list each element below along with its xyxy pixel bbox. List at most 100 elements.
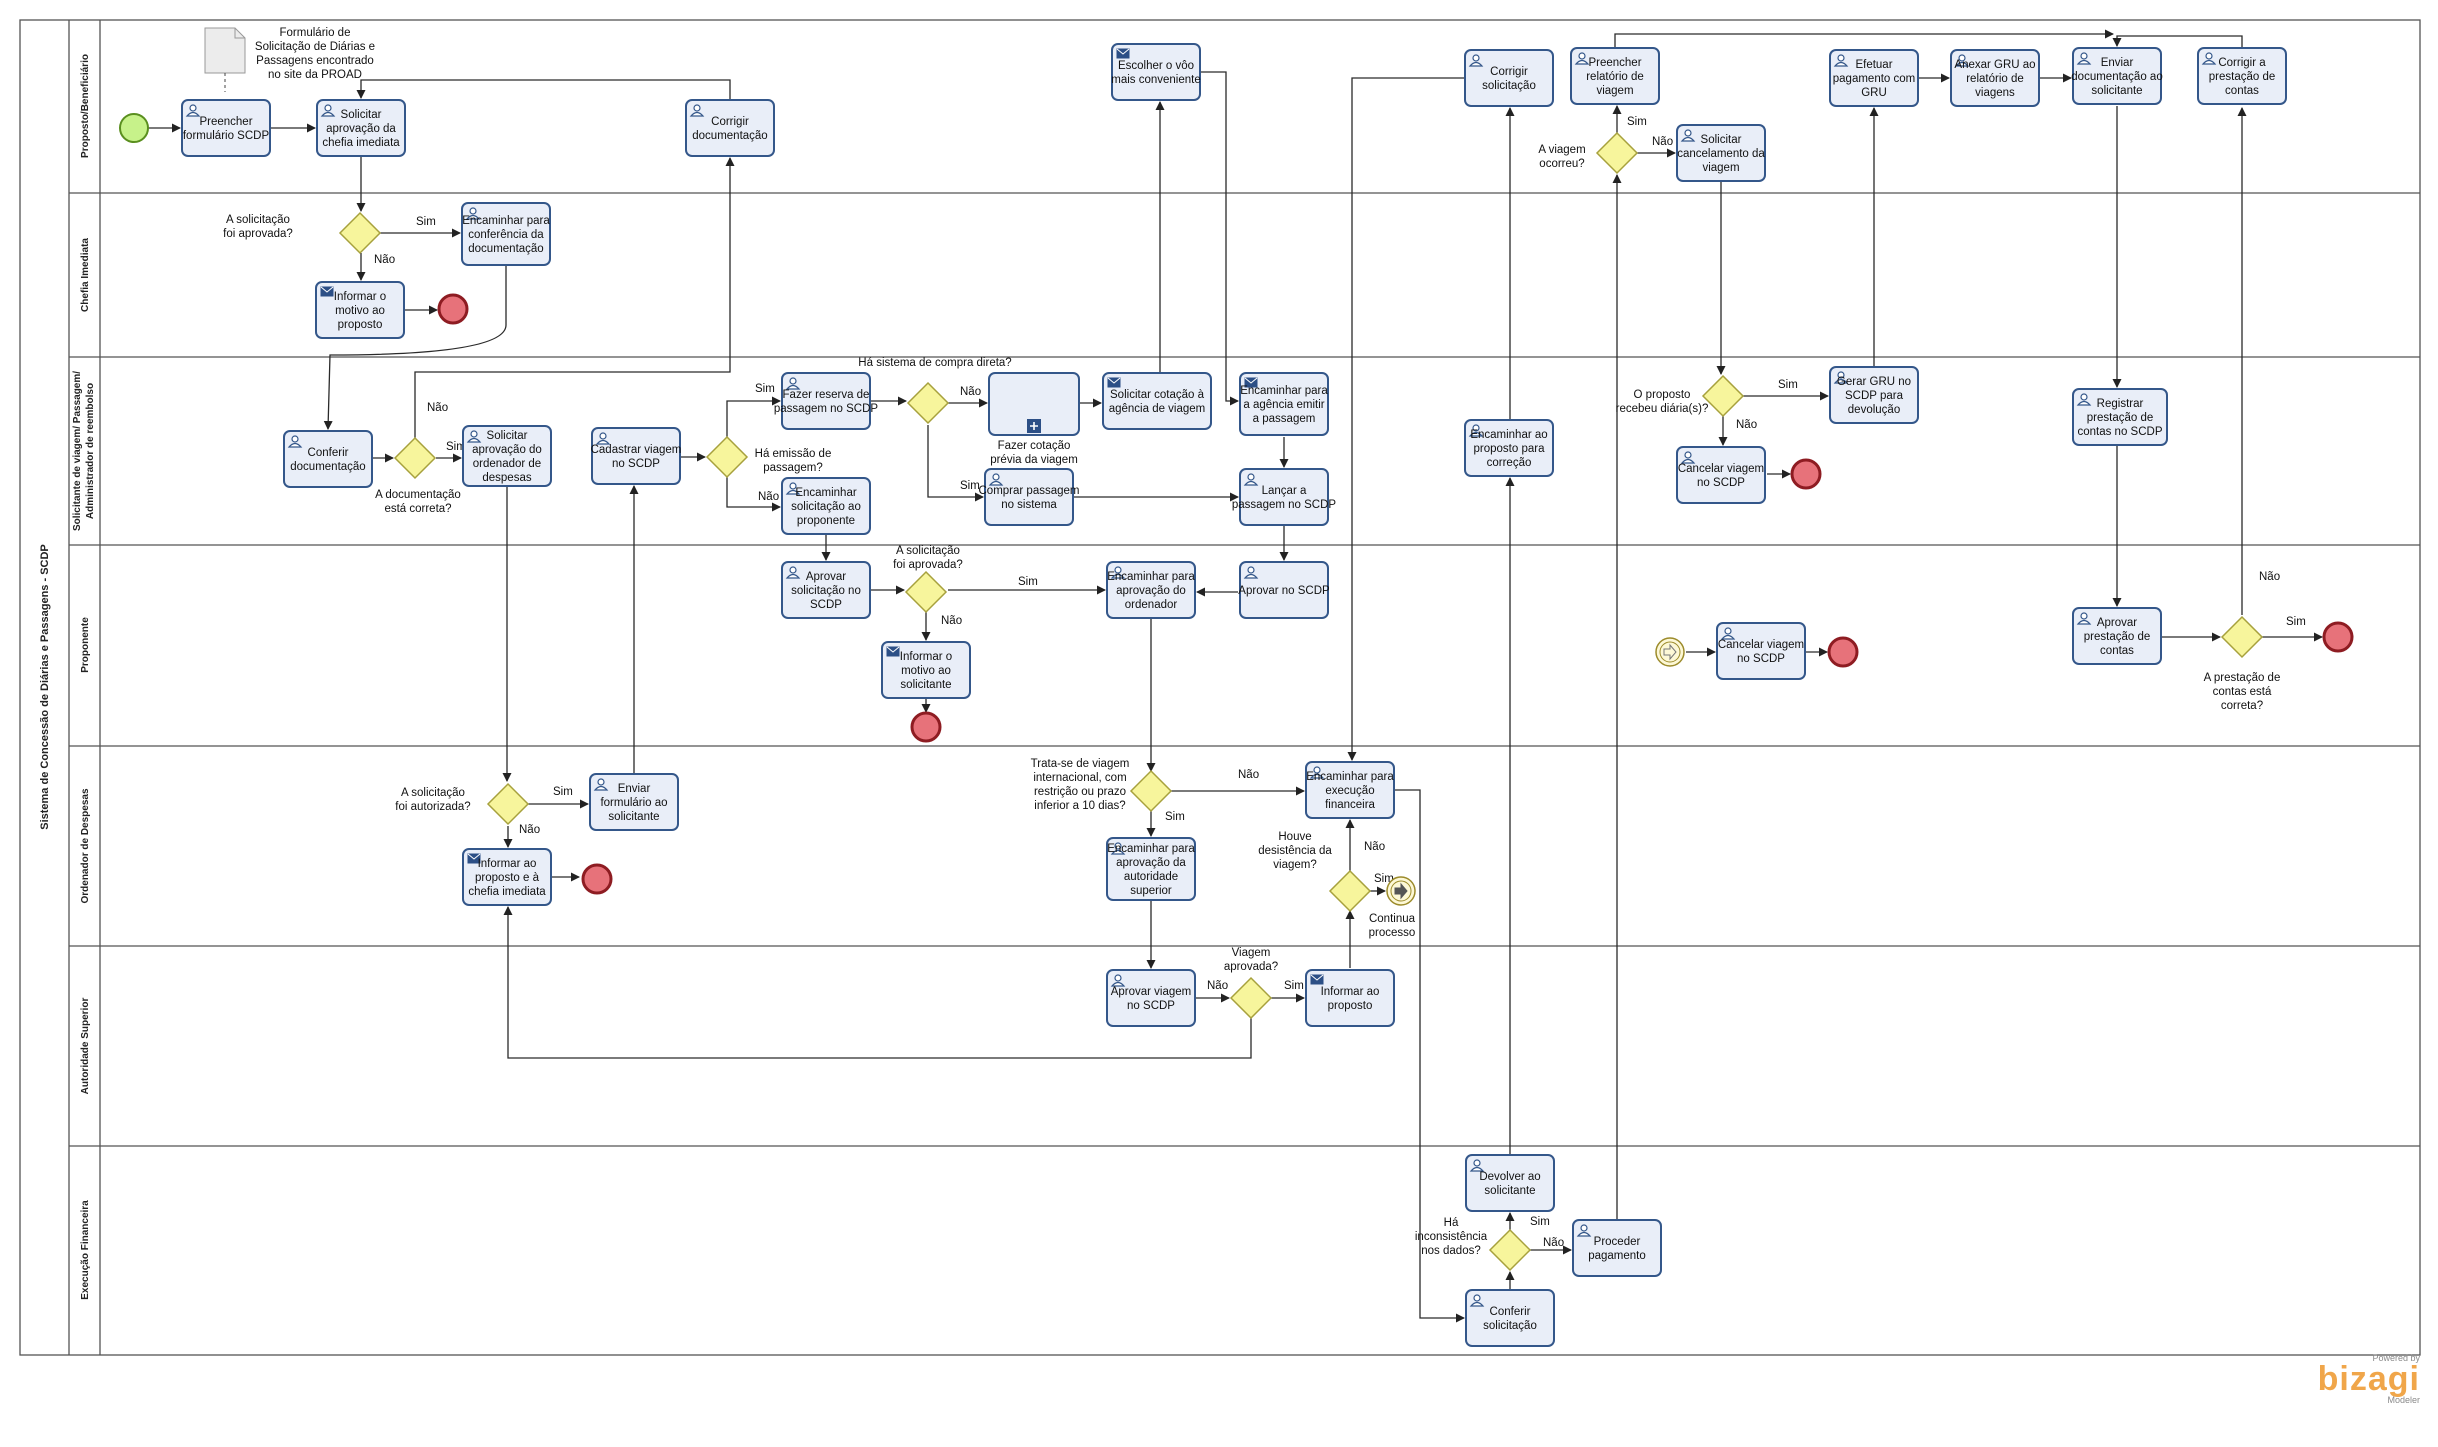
message-icon bbox=[1116, 48, 1130, 59]
end-event[interactable] bbox=[581, 863, 613, 895]
user-task-icon bbox=[689, 104, 705, 117]
end-event[interactable] bbox=[1827, 636, 1859, 668]
end-event[interactable] bbox=[2322, 621, 2354, 653]
sequence-flow bbox=[726, 396, 781, 437]
sequence-flow bbox=[503, 906, 1252, 1059]
end-event[interactable] bbox=[437, 293, 469, 325]
flow-label: Sim bbox=[1627, 116, 1647, 128]
user-task-icon bbox=[595, 432, 611, 445]
user-task-icon bbox=[287, 435, 303, 448]
user-task-icon bbox=[1833, 54, 1849, 67]
start-event[interactable] bbox=[119, 113, 149, 143]
flow-label: Sim bbox=[1778, 379, 1798, 391]
user-task-icon bbox=[466, 430, 482, 443]
end-event[interactable] bbox=[1790, 458, 1822, 490]
link-throw-event[interactable] bbox=[1386, 876, 1416, 906]
flow-label: Sim bbox=[553, 786, 573, 798]
gateway-g4[interactable]: Há sistema de compra direta? bbox=[858, 357, 1012, 425]
message-icon bbox=[886, 646, 900, 657]
flow-label: Não bbox=[1652, 136, 1673, 148]
flow-label: Não bbox=[1207, 980, 1228, 992]
bizagi-logo: Powered by bizagi Modeler bbox=[2317, 1353, 2420, 1405]
task-t31[interactable]: Aprovar no SCDP bbox=[1238, 561, 1330, 619]
lane-title: Solicitante de viagem/ Passagem/ bbox=[72, 371, 83, 531]
user-task-icon bbox=[185, 104, 201, 117]
end-event[interactable] bbox=[910, 711, 942, 743]
flow-label: Não bbox=[427, 402, 448, 414]
sequence-flow bbox=[356, 79, 731, 100]
link-catch-event[interactable] bbox=[1655, 637, 1685, 667]
